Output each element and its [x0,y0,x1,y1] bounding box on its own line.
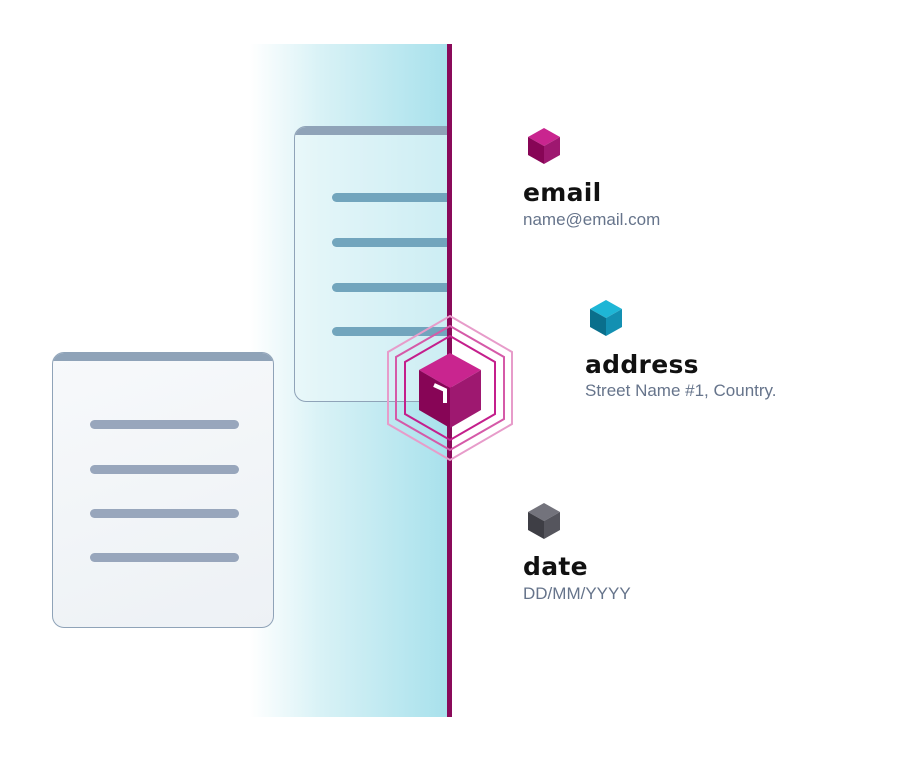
address-cube-icon [590,300,622,336]
email-value: name@email.com [523,210,661,229]
date-value: DD/MM/YYYY [523,584,631,603]
text-line [332,327,447,336]
text-line [90,553,239,562]
scanner-hexagon-icon [387,314,513,462]
document-back [294,126,447,402]
date-label: date [523,552,588,581]
address-value: Street Name #1, Country. [585,381,777,400]
text-line [90,465,239,474]
document-front [52,352,274,628]
text-line [332,238,447,247]
text-line [332,193,447,202]
text-line [332,283,447,292]
email-label: email [523,178,602,207]
address-label: address [585,350,699,379]
date-cube-icon [528,503,560,539]
text-line [90,509,239,518]
text-line [90,420,239,429]
email-cube-icon [528,128,560,164]
